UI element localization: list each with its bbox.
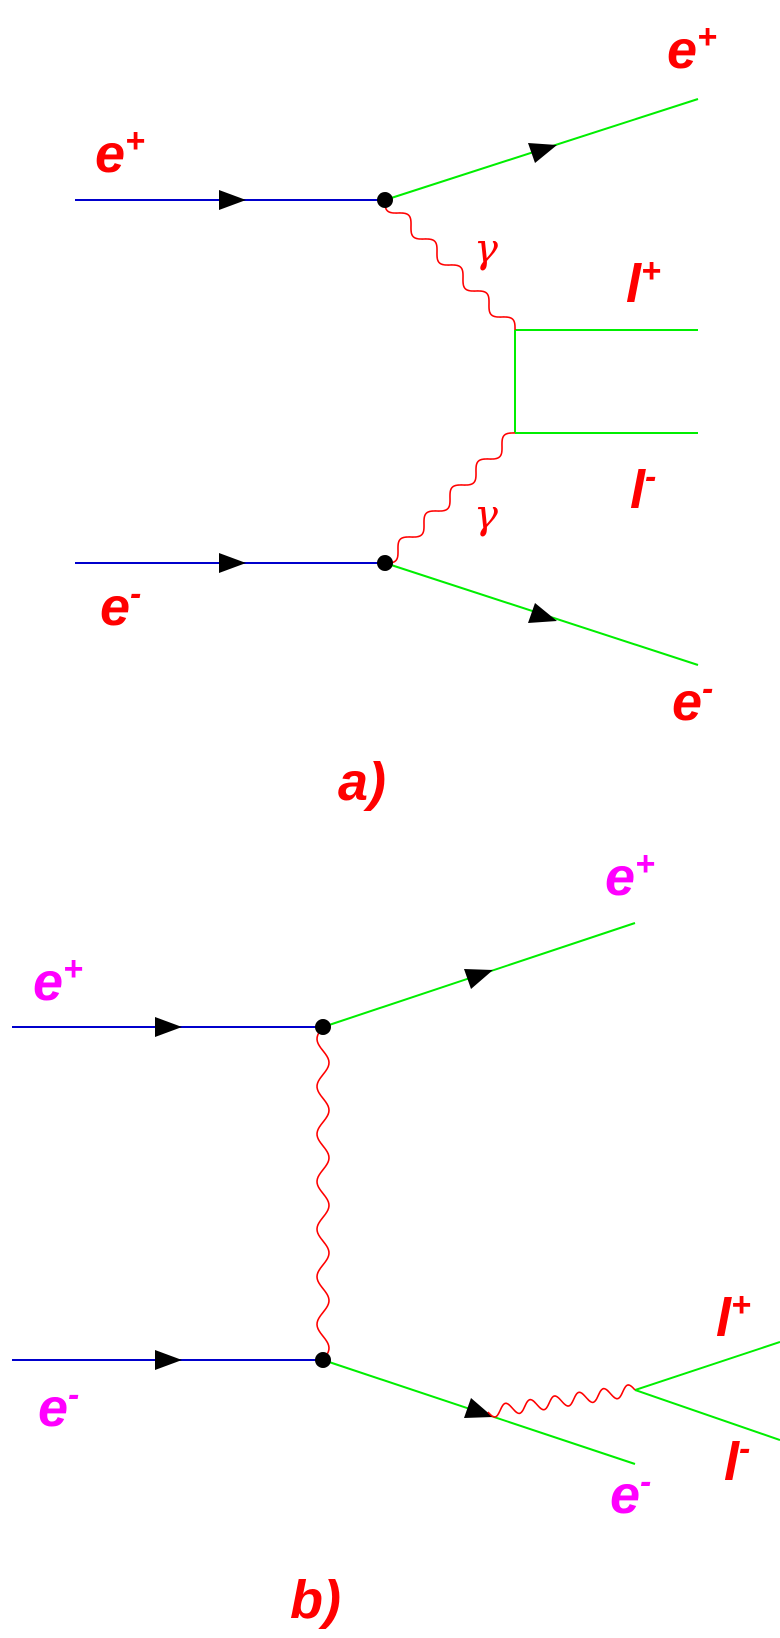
b-lepton-plus-line	[634, 1341, 780, 1391]
b-vertex-lower	[315, 1352, 331, 1368]
b-photon-exchange	[316, 1026, 330, 1361]
b-label-in-positron: e+	[33, 950, 83, 1012]
b-outgoing-electron-arrow	[464, 1398, 493, 1418]
b-label-out-electron: e-	[610, 1463, 651, 1525]
diagram-a: e+ e+ e- e- l+ l- γ γ a)	[75, 18, 717, 812]
diagram-b: e+ e+ e- e- l+ l- b)	[12, 845, 780, 1630]
a-label-out-positron: e+	[667, 18, 717, 80]
a-label-photon-lower: γ	[474, 492, 498, 538]
a-photon-lower	[384, 432, 516, 564]
b-label-lepton-minus: l-	[724, 1430, 750, 1492]
b-outgoing-positron-arrow	[464, 969, 493, 989]
a-label-out-electron: e-	[672, 670, 713, 732]
b-lepton-minus-line	[634, 1389, 780, 1441]
b-photon-radiated	[487, 1384, 636, 1418]
a-outgoing-positron-arrow	[528, 143, 557, 163]
a-photon-upper	[384, 199, 516, 331]
a-vertex-lower	[377, 555, 393, 571]
a-label-lepton-minus: l-	[630, 458, 656, 520]
b-caption: b)	[290, 1570, 341, 1630]
b-label-in-electron: e-	[38, 1376, 79, 1438]
b-incoming-positron-arrow	[155, 1017, 182, 1037]
b-label-out-positron: e+	[605, 845, 655, 907]
b-vertex-upper	[315, 1019, 331, 1035]
a-label-in-electron: e-	[100, 575, 141, 637]
a-label-photon-upper: γ	[474, 226, 498, 272]
a-vertex-upper	[377, 192, 393, 208]
a-label-lepton-plus: l+	[626, 252, 661, 314]
a-incoming-electron-arrow	[219, 553, 246, 573]
a-caption: a)	[338, 752, 386, 812]
a-incoming-positron-arrow	[219, 190, 246, 210]
a-label-in-positron: e+	[95, 122, 145, 184]
a-outgoing-electron-arrow	[528, 603, 557, 623]
b-label-lepton-plus: l+	[716, 1286, 751, 1348]
b-incoming-electron-arrow	[155, 1350, 182, 1370]
